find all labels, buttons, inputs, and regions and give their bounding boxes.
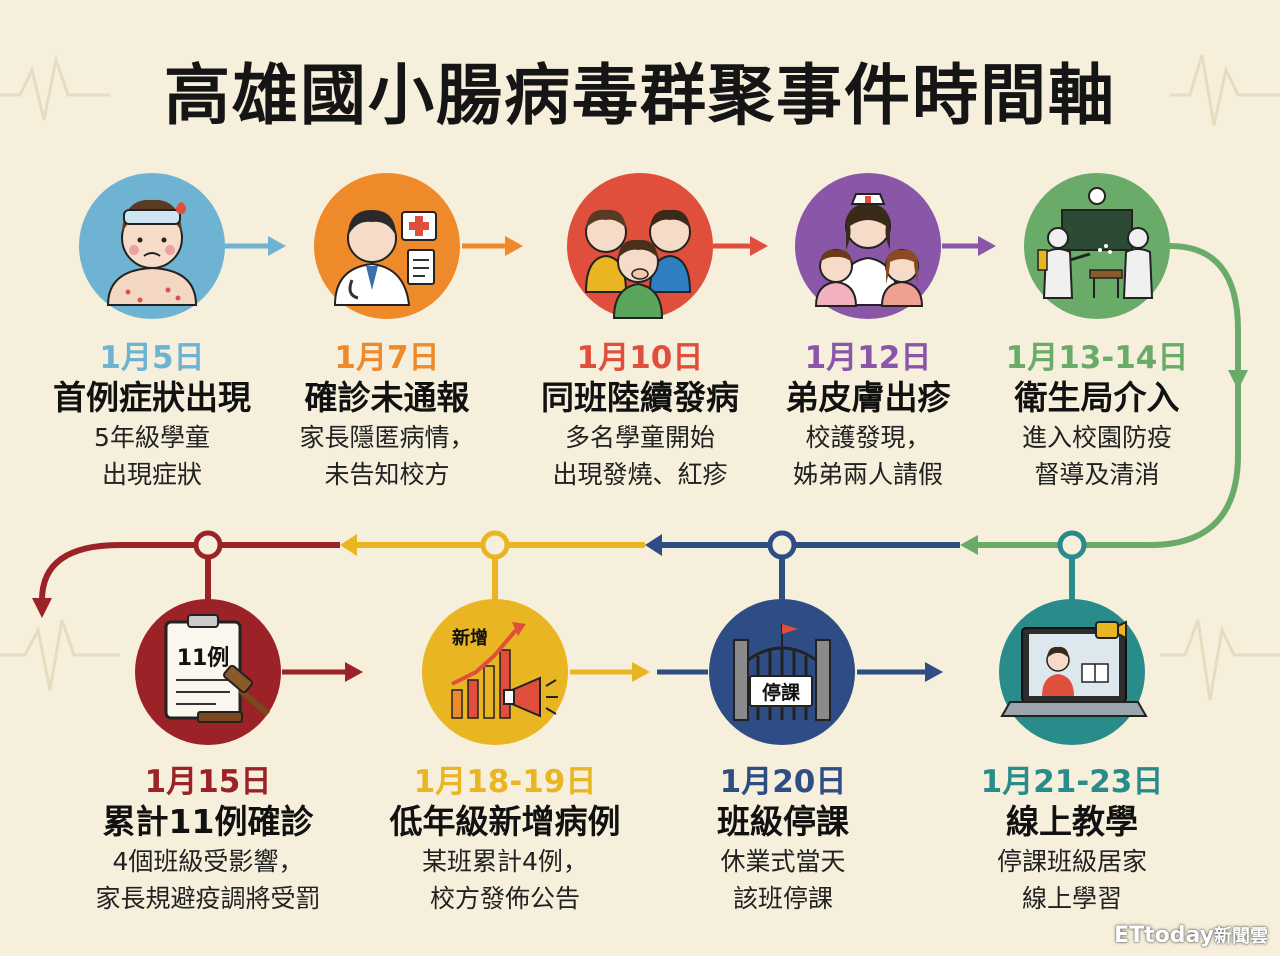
event-date: 1月20日 bbox=[719, 764, 847, 800]
event-date: 1月7日 bbox=[334, 340, 440, 376]
event-description-line: 未告知校方 bbox=[324, 460, 450, 489]
clipboard-text: 11例 bbox=[177, 646, 230, 671]
event-headline: 首例症狀出現 bbox=[53, 378, 251, 417]
event-headline: 同班陸續發病 bbox=[541, 378, 739, 417]
event-headline: 低年級新增病例 bbox=[389, 802, 621, 841]
event-card-jan10: 1月10日 同班陸續發病 多名學童開始 出現發燒、紅疹 bbox=[520, 340, 760, 492]
event-description-line: 線上學習 bbox=[1021, 884, 1122, 913]
event-date: 1月21-23日 bbox=[980, 764, 1164, 800]
event-card-jan12: 1月12日 弟皮膚出疹 校護發現， 姊弟兩人請假 bbox=[748, 340, 988, 492]
event-description-line: 4個班級受影響， bbox=[112, 847, 304, 876]
connector-nodes bbox=[193, 530, 1087, 560]
event-headline: 班級停課 bbox=[717, 802, 849, 841]
page-title: 高雄國小腸病毒群聚事件時間軸 bbox=[164, 57, 1116, 134]
event-headline: 弟皮膚出疹 bbox=[785, 378, 951, 417]
event-description-line: 某班累計4例， bbox=[422, 847, 588, 876]
watermark-brand: ETtoday bbox=[1114, 923, 1214, 948]
event-headline: 累計11例確診 bbox=[102, 802, 314, 841]
closed-gate-icon: 停課 bbox=[709, 599, 855, 745]
event-card-jan21-23: 1月21-23日 線上教學 停課班級居家 線上學習 bbox=[952, 764, 1192, 916]
doctor-icon bbox=[314, 173, 460, 319]
watermark-suffix: 新聞雲 bbox=[1214, 926, 1268, 947]
source-watermark: ETtoday新聞雲 bbox=[1114, 922, 1268, 948]
row1-connectors bbox=[225, 236, 996, 256]
event-description-line: 家長規避疫調將受罰 bbox=[95, 884, 321, 913]
event-description-line: 家長隱匿病情， bbox=[299, 423, 475, 452]
laptop-online-class-icon bbox=[999, 599, 1148, 745]
disinfection-icon bbox=[1024, 173, 1170, 319]
event-card-jan5: 1月5日 首例症狀出現 5年級學童 出現症狀 bbox=[32, 340, 272, 492]
chart-label-text: 新增 bbox=[452, 627, 488, 649]
school-nurse-icon bbox=[795, 173, 941, 319]
event-card-jan20: 1月20日 班級停課 休業式當天 該班停課 bbox=[663, 764, 903, 916]
right-curve-connector bbox=[960, 243, 1248, 555]
event-description-line: 該班停課 bbox=[732, 884, 833, 913]
row2-connectors bbox=[282, 662, 943, 682]
event-description-line: 姊弟兩人請假 bbox=[792, 460, 943, 489]
growth-chart-megaphone-icon: 新增 bbox=[422, 599, 568, 745]
event-card-jan13-14: 1月13-14日 衛生局介入 進入校園防疫 督導及清消 bbox=[977, 340, 1217, 492]
event-date: 1月10日 bbox=[576, 340, 704, 376]
event-description-line: 出現發燒、紅疹 bbox=[552, 460, 728, 489]
event-date: 1月15日 bbox=[144, 764, 272, 800]
event-description-line: 停課班級居家 bbox=[996, 847, 1147, 876]
clipboard-gavel-icon: 11例 bbox=[135, 599, 281, 745]
event-date: 1月18-19日 bbox=[413, 764, 597, 800]
event-date: 1月12日 bbox=[804, 340, 932, 376]
event-headline: 確診未通報 bbox=[304, 378, 470, 417]
event-card-jan18-19: 1月18-19日 低年級新增病例 某班累計4例， 校方發佈公告 bbox=[370, 764, 640, 916]
heartbeat-decoration bbox=[0, 54, 1280, 701]
event-description-line: 校方發佈公告 bbox=[429, 884, 580, 913]
gate-sign-text: 停課 bbox=[762, 681, 801, 704]
event-description-line: 休業式當天 bbox=[720, 847, 846, 876]
event-date: 1月5日 bbox=[99, 340, 205, 376]
event-date: 1月13-14日 bbox=[1005, 340, 1189, 376]
event-headline: 線上教學 bbox=[1006, 802, 1138, 841]
event-headline: 衛生局介入 bbox=[1014, 378, 1180, 417]
event-description-line: 出現症狀 bbox=[101, 460, 202, 489]
event-card-jan15: 1月15日 累計11例確診 4個班級受影響， 家長規避疫調將受罰 bbox=[68, 764, 348, 916]
event-card-jan7: 1月7日 確診未通報 家長隱匿病情， 未告知校方 bbox=[267, 340, 507, 492]
event-description-line: 進入校園防疫 bbox=[1021, 423, 1172, 452]
event-description-line: 督導及清消 bbox=[1034, 460, 1160, 489]
sick-child-icon bbox=[79, 173, 225, 319]
coughing-children-icon bbox=[567, 173, 713, 319]
event-description-line: 校護發現， bbox=[805, 423, 931, 452]
event-description-line: 5年級學童 bbox=[94, 423, 210, 452]
event-description-line: 多名學童開始 bbox=[564, 423, 715, 452]
